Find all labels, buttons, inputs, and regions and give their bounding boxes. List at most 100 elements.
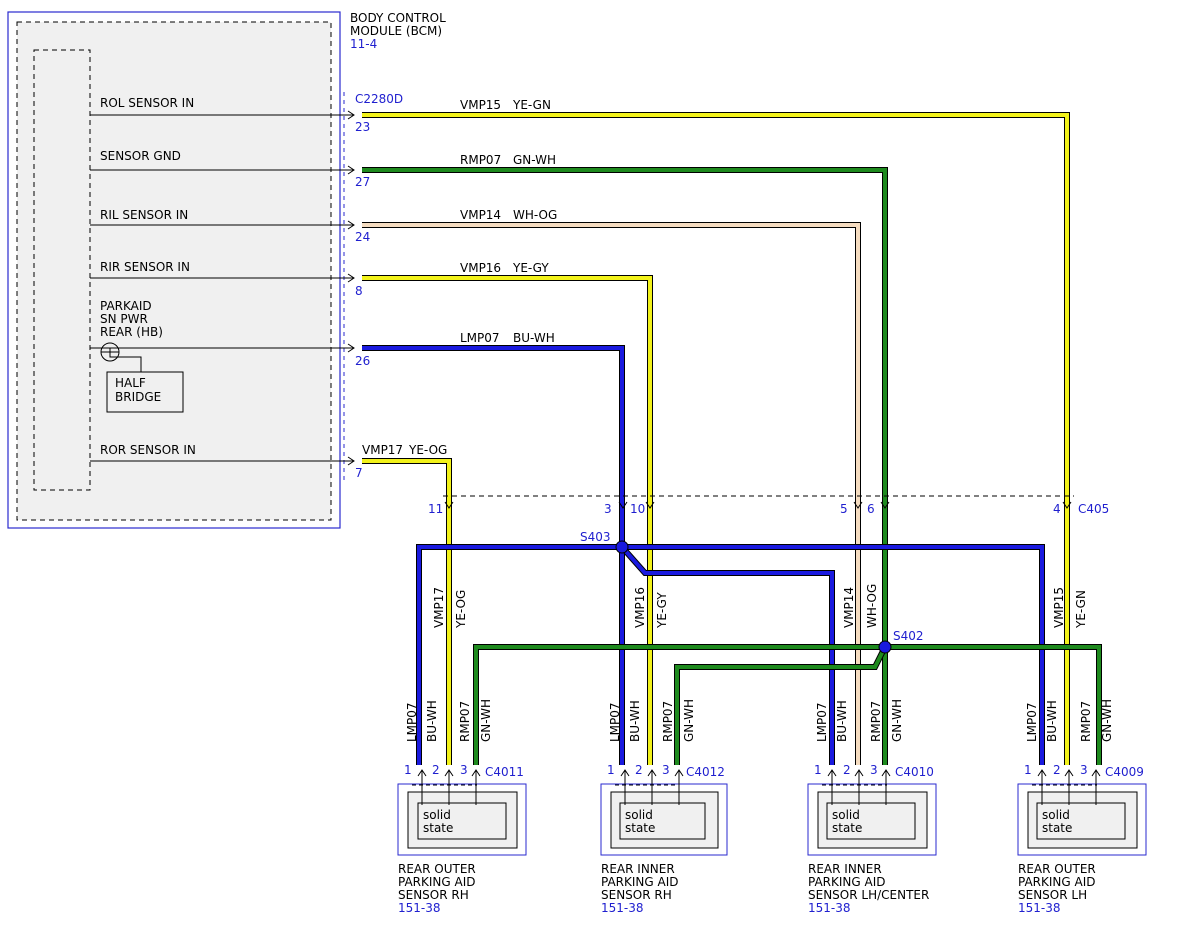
- pin-7: 7: [355, 466, 363, 480]
- pin-8: 8: [355, 284, 363, 298]
- vlabel-ye-og: YE-OG: [454, 590, 468, 629]
- bcm-connector: C2280D: [355, 92, 403, 106]
- signal-label-gnd: SENSOR GND: [100, 149, 181, 163]
- sensor-wire-lmp07: LMP07: [1025, 702, 1039, 742]
- sensor-pin-leads: [417, 769, 1101, 805]
- wire-color-wh-og: WH-OG: [513, 208, 557, 222]
- sensor-pin-3: 3: [460, 763, 468, 777]
- c405-name: C405: [1078, 502, 1109, 516]
- half-bridge-label-1: HALF: [115, 376, 146, 390]
- sensor-name-3: SENSOR LH/CENTER: [808, 888, 929, 902]
- sensor-wire-rmp07: RMP07: [1079, 701, 1093, 742]
- signal-label-pwr-2: SN PWR: [100, 312, 148, 326]
- sensor-rear-outer-lh: solid state 1 2 3 C4009 LMP07 BU-WH RMP0…: [1017, 699, 1147, 915]
- sensor-name-1: REAR OUTER: [398, 862, 476, 876]
- c405-pin-11: 11: [428, 502, 443, 516]
- sensor-connector: C4010: [895, 765, 934, 779]
- sensor-wire-rmp07: RMP07: [458, 701, 472, 742]
- sensor-ref: 151-38: [1018, 901, 1061, 915]
- sensor-pin-1: 1: [1024, 763, 1032, 777]
- vlabel-vmp16: VMP16: [633, 587, 647, 628]
- wire-s402-to-rear-inner-rh: [675, 646, 887, 765]
- wire-color-ye-og: YE-OG: [408, 443, 447, 457]
- sensor-ref: 151-38: [601, 901, 644, 915]
- pin-27: 27: [355, 175, 370, 189]
- wire-label-vmp17: VMP17: [362, 443, 403, 457]
- bcm-pin-arrows: [347, 110, 355, 466]
- sensor-rear-outer-rh: solid state 1 2 3 C4011 LMP07 BU-WH RMP0…: [397, 699, 527, 915]
- signal-label-rir: RIR SENSOR IN: [100, 260, 190, 274]
- vlabel-ye-gn: YE-GN: [1074, 590, 1088, 629]
- sensor-pin-2: 2: [1053, 763, 1061, 777]
- sensor-name-3: SENSOR LH: [1018, 888, 1087, 902]
- wire-label-vmp14: VMP14: [460, 208, 501, 222]
- wire-vmp15-ye-gn: [362, 113, 1069, 765]
- sensor-wire-gn-wh: GN-WH: [479, 699, 493, 742]
- c405-pin-10: 10: [630, 502, 645, 516]
- sensor-name-1: REAR INNER: [808, 862, 882, 876]
- wire-vmp16-ye-gy-outline: [362, 275, 653, 765]
- sensor-body-1: solid: [625, 808, 653, 822]
- c405-pin-5: 5: [840, 502, 848, 516]
- sensor-ref: 151-38: [398, 901, 441, 915]
- c405-arrows: [444, 501, 1072, 509]
- sensor-body-2: state: [832, 821, 862, 835]
- wire-label-vmp16: VMP16: [460, 261, 501, 275]
- wire-rmp07-gn-wh: [362, 168, 887, 765]
- sensor-wire-bu-wh: BU-WH: [835, 700, 849, 742]
- vlabel-ye-gy: YE-GY: [655, 592, 669, 629]
- signal-label-pwr-3: REAR (HB): [100, 325, 163, 339]
- vlabel-vmp17: VMP17: [432, 587, 446, 628]
- wire-s403-to-rear-outer-lh: [622, 545, 1044, 765]
- sensor-connector: C4009: [1105, 765, 1144, 779]
- bcm-internal-lines: [90, 114, 354, 462]
- sensor-pin-2: 2: [843, 763, 851, 777]
- sensor-rear-inner-rh: solid state 1 2 3 C4012 LMP07 BU-WH RMP0…: [600, 699, 728, 915]
- sensor-connector: C4011: [485, 765, 524, 779]
- wire-s402-to-rear-outer-rh: [474, 645, 885, 765]
- sensor-body-1: solid: [832, 808, 860, 822]
- pin-26: 26: [355, 354, 370, 368]
- vlabel-vmp15: VMP15: [1052, 587, 1066, 628]
- sensor-name-2: PARKING AID: [398, 875, 476, 889]
- sensor-pin-3: 3: [662, 763, 670, 777]
- sensor-wire-lmp07: LMP07: [608, 702, 622, 742]
- wire-vmp14-wh-og-outline: [362, 222, 861, 765]
- pin-24: 24: [355, 230, 370, 244]
- sensor-name-2: PARKING AID: [1018, 875, 1096, 889]
- splice-s402-label: S402: [893, 629, 924, 643]
- sensor-body-2: state: [423, 821, 453, 835]
- wire-vmp16-ye-gy: [362, 276, 652, 765]
- sensor-body-1: solid: [423, 808, 451, 822]
- sensor-pin-1: 1: [814, 763, 822, 777]
- c405-pin-6: 6: [867, 502, 875, 516]
- sensor-pin-1: 1: [607, 763, 615, 777]
- bcm-ref: 11-4: [350, 37, 377, 51]
- sensor-wire-gn-wh: GN-WH: [890, 699, 904, 742]
- sensor-name-1: REAR OUTER: [1018, 862, 1096, 876]
- sensor-wire-rmp07: RMP07: [869, 701, 883, 742]
- pin-23: 23: [355, 120, 370, 134]
- wire-vmp14-wh-og: [362, 223, 860, 765]
- sensor-body-2: state: [625, 821, 655, 835]
- sensor-wire-bu-wh: BU-WH: [1045, 700, 1059, 742]
- wire-label-vmp15: VMP15: [460, 98, 501, 112]
- sensor-wire-lmp07: LMP07: [815, 702, 829, 742]
- wire-s403-to-rear-inner-lh: [620, 545, 834, 765]
- bcm-module: [7, 11, 345, 529]
- sensor-wire-rmp07: RMP07: [661, 701, 675, 742]
- wire-lmp07-bu-wh: [362, 346, 624, 765]
- sensor-ref: 151-38: [808, 901, 851, 915]
- sensor-name-1: REAR INNER: [601, 862, 675, 876]
- splice-s402: [878, 640, 892, 654]
- vlabel-vmp14: VMP14: [842, 587, 856, 628]
- c405-pin-4: 4: [1053, 502, 1061, 516]
- wire-s403-to-rear-inner-lh-outline: [619, 545, 835, 765]
- splice-s403: [615, 540, 629, 554]
- wire-color-bu-wh: BU-WH: [513, 331, 555, 345]
- signal-label-ril: RIL SENSOR IN: [100, 208, 188, 222]
- sensor-name-3: SENSOR RH: [601, 888, 672, 902]
- wire-vmp17-ye-og: [362, 459, 451, 765]
- sensor-body-2: state: [1042, 821, 1072, 835]
